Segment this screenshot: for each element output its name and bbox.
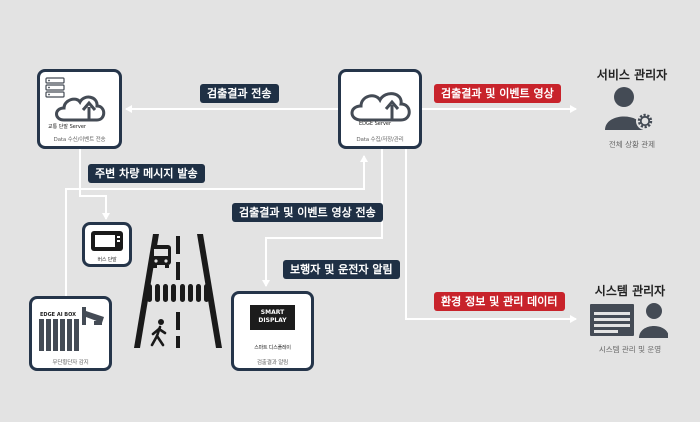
edge-ai-box-icon-label: EDGE AI BOX bbox=[40, 312, 77, 318]
bus-terminal-node[interactable]: 버스 단말 bbox=[82, 222, 132, 267]
edge-ai-box-node[interactable]: EDGE AI BOX 무단횡단자 감지 bbox=[29, 296, 112, 371]
label-detect-event-video-send: 검출결과 및 이벤트 영상 전송 bbox=[232, 203, 383, 222]
label-detect-result-send: 검출결과 전송 bbox=[200, 84, 279, 103]
smart-display-screen-line2: DISPLAY bbox=[258, 317, 287, 324]
edge-cloud-icon bbox=[350, 92, 411, 122]
traffic-server-node[interactable]: 교통 단말 Server Data 수신/이벤트 전송 bbox=[37, 69, 122, 149]
server-cloud-icon bbox=[45, 77, 106, 122]
smart-display-name: 스마트 디스플레이 bbox=[254, 345, 291, 351]
smart-display-screen: SMART DISPLAY bbox=[250, 305, 295, 330]
edge-server-node[interactable]: EDGE Server Data 수집/저장/관리 bbox=[338, 69, 422, 149]
road-center-dashes bbox=[176, 236, 180, 348]
line-edge-to-display bbox=[262, 149, 383, 287]
road-right-edge bbox=[197, 234, 222, 348]
service-admin-title: 서비스 관리자 bbox=[596, 68, 668, 82]
system-admin-sub: 시스템 관리 및 운영 bbox=[598, 345, 662, 354]
label-nearby-vehicle-message: 주변 차량 메시지 발송 bbox=[88, 164, 205, 183]
label-detect-event-video: 검출결과 및 이벤트 영상 bbox=[434, 84, 561, 103]
pedestrian-icon bbox=[150, 319, 167, 347]
road-illustration bbox=[134, 234, 222, 348]
traffic-server-caption: Data 수신/이벤트 전송 bbox=[53, 137, 106, 143]
smart-display-node[interactable]: SMART DISPLAY 스마트 디스플레이 검출결과 알림 bbox=[231, 291, 314, 371]
ai-box-rack-icon bbox=[39, 307, 104, 351]
traffic-server-icon-label: 교통 단말 Server bbox=[48, 124, 86, 130]
bus-icon bbox=[151, 245, 171, 268]
system-admin-monitor-person-icon bbox=[590, 303, 668, 338]
bus-terminal-screen-icon bbox=[91, 231, 123, 251]
smart-display-screen-line1: SMART bbox=[260, 309, 285, 316]
label-env-info-mgmt-data: 환경 정보 및 관리 데이터 bbox=[434, 292, 565, 311]
crosswalk bbox=[147, 284, 209, 302]
system-admin-title: 시스템 관리자 bbox=[594, 284, 666, 298]
monitor-window-icon bbox=[590, 304, 634, 336]
gear-icon bbox=[636, 112, 654, 130]
line-ai-box-to-edge bbox=[65, 155, 368, 296]
edge-server-caption: Data 수집/저장/관리 bbox=[356, 137, 404, 143]
service-admin-sub: 전체 상황 관제 bbox=[608, 140, 656, 149]
service-admin-person-gear-icon bbox=[605, 87, 654, 130]
cctv-camera-icon bbox=[82, 307, 104, 325]
edge-server-icon-label: EDGE Server bbox=[359, 121, 392, 127]
edge-ai-box-caption: 무단횡단자 감지 bbox=[52, 360, 89, 366]
person-icon bbox=[639, 303, 668, 338]
connectors bbox=[65, 105, 577, 323]
line-to-system-admin bbox=[405, 149, 577, 323]
smart-display-caption: 검출결과 알림 bbox=[256, 360, 289, 366]
bus-terminal-caption: 버스 단말 bbox=[97, 257, 117, 263]
label-pedestrian-driver-alert: 보행자 및 운전자 알림 bbox=[283, 260, 400, 279]
line-nearby-vehicle bbox=[79, 149, 110, 220]
